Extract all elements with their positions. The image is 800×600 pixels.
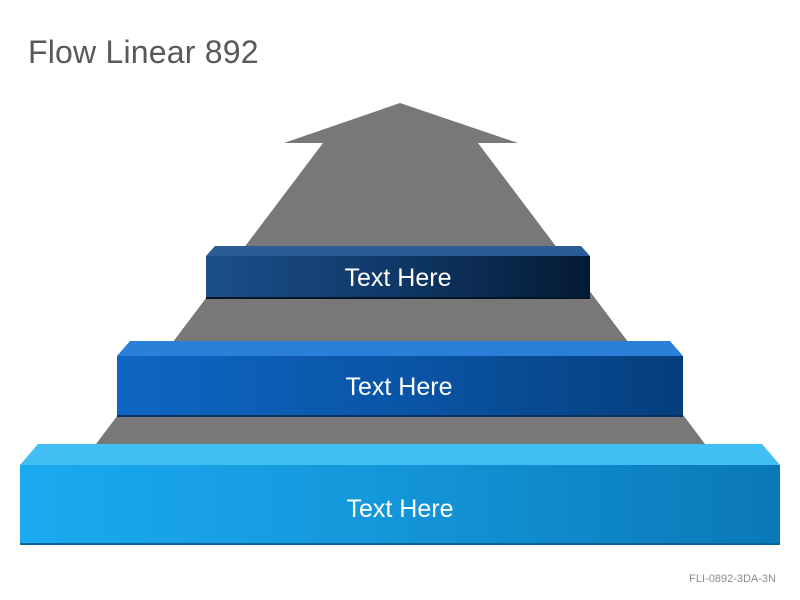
step-middle: Text Here [117, 341, 683, 417]
step-top: Text Here [206, 246, 590, 299]
step-top-label: Text Here [345, 264, 452, 292]
step-bottom: Text Here [20, 444, 780, 545]
slide-title: Flow Linear 892 [28, 34, 259, 70]
step-middle-label: Text Here [346, 373, 453, 401]
footer-code: FLI-0892-3DA-3N [689, 573, 776, 585]
step-bottom-label: Text Here [347, 495, 454, 523]
